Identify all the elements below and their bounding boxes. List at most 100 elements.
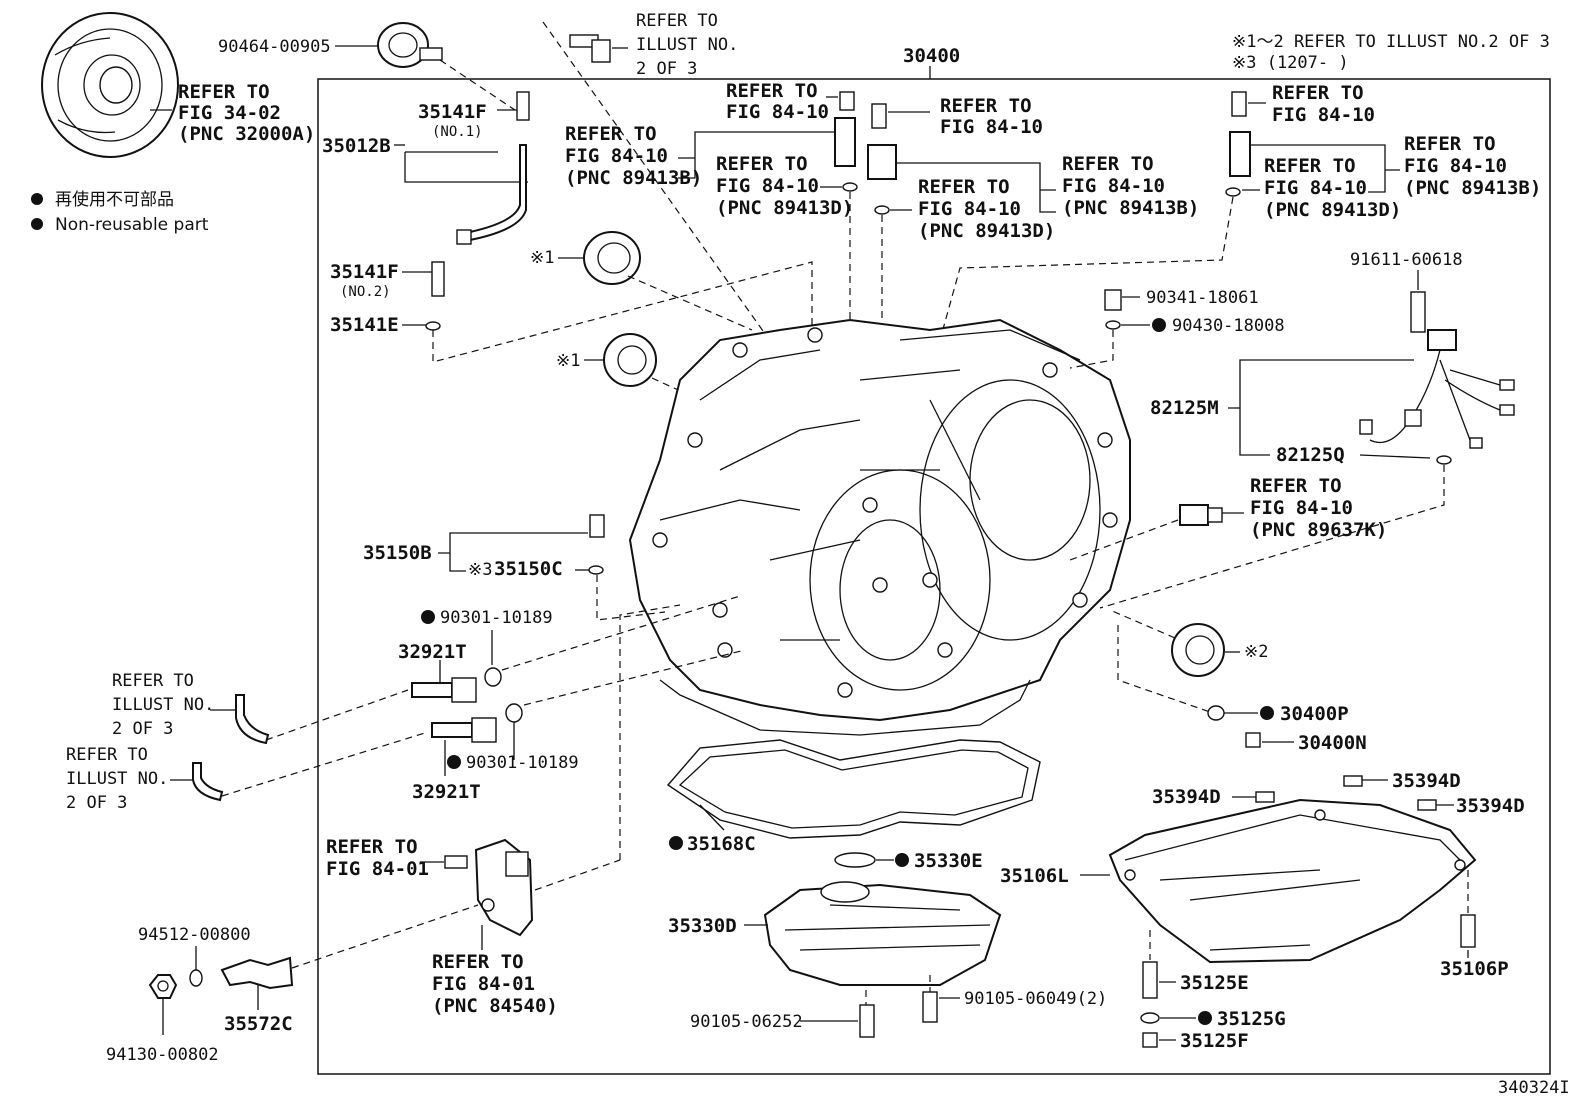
dot-35168C [669,836,683,850]
union-32921T-lower [431,717,497,743]
ref-illust-top-line1: REFER TO [636,11,718,31]
bolt-90105-06049 [922,991,938,1023]
gasket-90430 [1105,320,1121,330]
ref-e-line1: REFER TO [918,176,1010,198]
ref-i-line3: (PNC 89413D) [1264,199,1401,221]
ref-d-line2: FIG 84-10 [940,116,1043,138]
dot-35330E [895,853,909,867]
hose-ref-upper [235,694,270,745]
bolt-84-01 [444,855,468,869]
label-32921T-upper: 32921T [398,641,467,663]
washer-94512 [189,969,203,987]
nut-94130-00802 [148,974,178,999]
hose-35012B [456,144,527,245]
sensor-89637K [1179,504,1223,526]
ref-fig3402-line3: (PNC 32000A) [178,123,315,145]
label-35141F-no2: 35141F [330,261,399,283]
label-90301-10189-lower: 90301-10189 [466,753,579,773]
label-35141E: 35141E [330,314,399,336]
ref-n-line2: FIG 84-01 [432,973,535,995]
ref-c-line3: (PNC 89413D) [716,197,853,219]
bolt-90105-06252 [859,1004,875,1038]
union-35141F-no1 [516,91,530,121]
label-35168C: 35168C [687,833,756,855]
union-32921T-upper [411,677,477,703]
dot-90430 [1152,318,1166,332]
union-35141F-no2 [431,261,445,297]
label-35150B: 35150B [363,542,432,564]
label-30400: 30400 [903,45,960,67]
bolt-top-ref [569,34,611,63]
ref-h-line2: FIG 84-10 [1404,155,1507,177]
ref-k-line1: REFER TO [112,671,194,691]
ref-a-line1: REFER TO [726,80,818,102]
ref-d-line1: REFER TO [940,95,1032,117]
label-90105-06252: 90105-06252 [690,1012,803,1032]
oring-35141E [425,321,441,331]
ref-l-line1: REFER TO [66,745,148,765]
legend-jp: 再使用不可部品 [55,189,174,210]
sensor-89413D-center [867,103,897,180]
legend-dot-en [31,218,43,230]
dot-90301-lower [447,755,461,769]
label-90301-10189-upper: 90301-10189 [440,608,553,628]
label-82125Q: 82125Q [1276,444,1345,466]
label-no1: (NO.1) [432,124,483,140]
dot-35125G [1198,1011,1212,1025]
ref-b-line3: (PNC 89413B) [565,167,702,189]
plug-35125F [1142,1032,1158,1048]
legend-dot-jp [31,193,43,205]
oil-seal-x1-lower [603,333,657,387]
oring-30400P [1207,705,1225,721]
ref-l-line3: 2 OF 3 [66,793,127,813]
label-35394D-mid: 35394D [1392,770,1461,792]
label-82125M: 82125M [1150,397,1219,419]
oring-35330E [834,852,876,868]
label-90341-18061: 90341-18061 [1146,288,1259,308]
oring-82125Q [1436,455,1452,465]
ref-i-line1: REFER TO [1264,155,1356,177]
label-35572C: 35572C [224,1013,293,1035]
oring-center-a [842,182,858,192]
mark-x3: ※3 [468,560,492,580]
label-35125E: 35125E [1180,972,1249,994]
ref-m-line2: FIG 84-01 [326,858,429,880]
ref-fig3402-line1: REFER TO [178,81,270,103]
ref-n-line1: REFER TO [432,951,524,973]
label-90105-06049: 90105-06049(2) [964,989,1107,1009]
ref-a-line2: FIG 84-10 [726,101,829,123]
ref-j-line3: (PNC 89637K) [1250,519,1387,541]
ref-c-line1: REFER TO [716,153,808,175]
label-30400P: 30400P [1280,703,1349,725]
note-illust-ref: ※1～2 REFER TO ILLUST NO.2 OF 3 [1232,32,1550,52]
bolt-91611-60618 [1410,291,1426,333]
bracket-35572C [220,956,294,990]
sensor-89413B-left [834,91,856,167]
plug-35125E [1142,961,1158,999]
ref-illust-top-line2: ILLUST NO. [636,35,738,55]
gasket-35125G [1140,1012,1160,1024]
label-91611-60618: 91611-60618 [1350,250,1463,270]
magnet-35394D-mid [1343,775,1363,787]
label-35141F-no1: 35141F [418,101,487,123]
label-35330E: 35330E [914,850,983,872]
label-90430-18008: 90430-18008 [1172,316,1285,336]
plug-35150B [589,514,605,538]
label-32921T-lower: 32921T [412,781,481,803]
oring-center-b [874,205,890,215]
ref-k-line2: ILLUST NO. [112,695,214,715]
pan-gasket-35168C [666,739,1041,839]
label-35012B: 35012B [322,135,391,157]
ref-fig3402-line2: FIG 34-02 [178,102,281,124]
label-94512-00800: 94512-00800 [138,925,251,945]
ref-j-line1: REFER TO [1250,475,1342,497]
dot-90301-upper [421,610,435,624]
ref-g-line2: FIG 84-10 [1272,104,1375,126]
plug-30400N [1245,732,1261,748]
label-30400N: 30400N [1298,732,1367,754]
label-35394D-left: 35394D [1152,786,1221,808]
oil-seal-x1-upper [583,231,641,285]
assembly-frame [317,78,1551,1075]
oring-90301-upper [484,667,502,687]
strainer-35330D [763,881,1002,986]
